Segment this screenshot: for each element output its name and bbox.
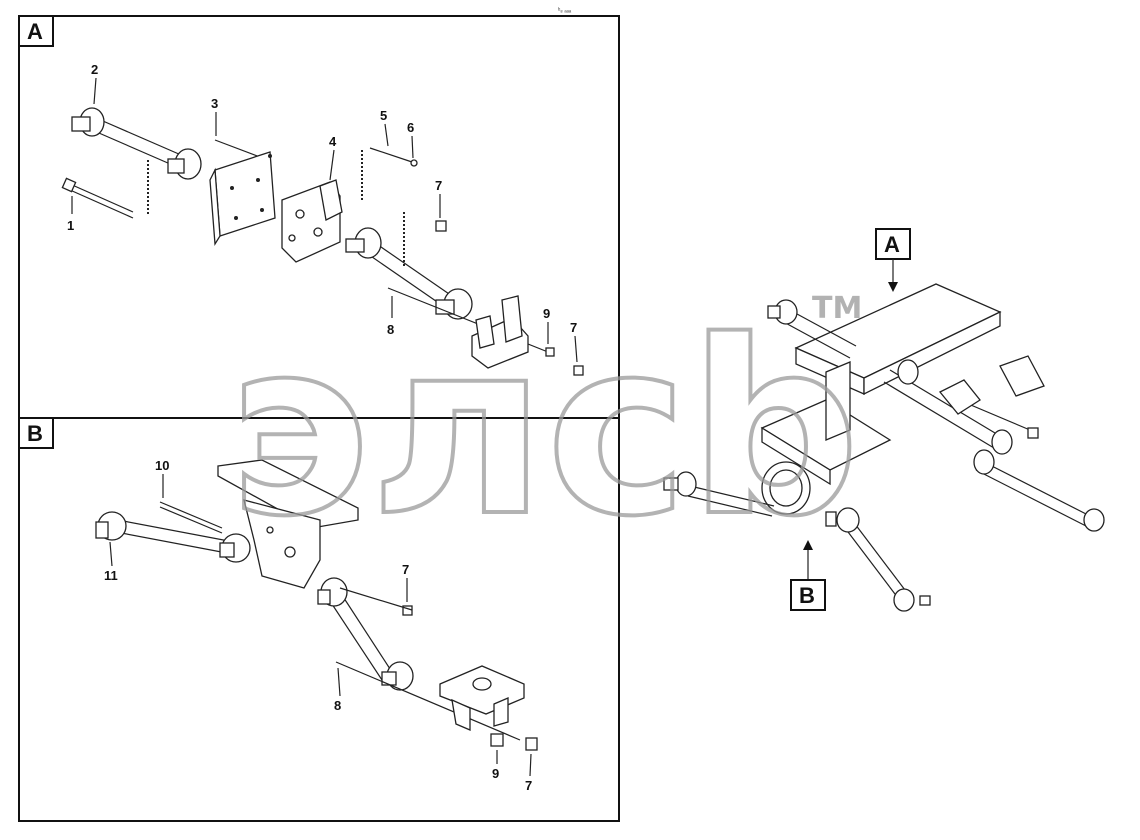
panel-a-tag: A: [18, 15, 54, 47]
callout-9: 9: [543, 306, 550, 321]
axle-bracket-a: [471, 295, 529, 369]
washer-9-b: [490, 733, 504, 747]
panel-b-tag: B: [18, 417, 54, 449]
bolt-10: [159, 501, 223, 529]
panel-a-label: A: [27, 19, 43, 44]
panel-b-label: B: [27, 421, 43, 446]
overview-tag-a-label: A: [884, 232, 900, 257]
nut-6: [410, 159, 418, 167]
callout-2: 2: [91, 62, 98, 77]
overview-tag-a: A: [875, 228, 911, 292]
callout-8: 8: [387, 322, 394, 337]
callout-7-upper: 7: [435, 178, 442, 193]
callout-9-b: 9: [492, 766, 499, 781]
overview-tag-b-label: B: [799, 583, 815, 608]
bolt-8-b: [335, 661, 521, 741]
bolt-5: [369, 147, 413, 163]
nut-7-b-lower: [525, 737, 538, 751]
axle-bracket-b: [439, 665, 525, 731]
callout-8-b: 8: [334, 698, 341, 713]
torque-rod-lower: [345, 227, 473, 320]
bracket-4: [281, 179, 343, 263]
overview-tag-b: B: [790, 540, 826, 611]
callout-7-lower: 7: [570, 320, 577, 335]
watermark-tm: TM: [812, 291, 862, 326]
header-code: ᵇ₈ ₐₐₐ: [558, 7, 572, 14]
callout-5: 5: [380, 108, 387, 123]
nut-7-b-upper: [402, 605, 413, 616]
torque-rod-b-upper: [95, 511, 251, 563]
torque-rod-b-lower: [317, 577, 414, 691]
callout-3: 3: [211, 96, 218, 111]
callout-7-b-lower: 7: [525, 778, 532, 793]
nut-7-lower: [573, 365, 584, 376]
panel-a-drawing: [61, 77, 584, 376]
torque-rod-upper: [71, 107, 202, 180]
watermark-logo: элсb: [228, 289, 860, 569]
callout-1: 1: [67, 218, 74, 233]
callout-7-b-upper: 7: [402, 562, 409, 577]
washer-9: [545, 347, 555, 357]
panel-b-drawing: [95, 459, 538, 777]
callout-6: 6: [407, 120, 414, 135]
overview-assembly: [663, 283, 1105, 612]
frame-bracket-b: [217, 459, 359, 589]
bracket-plate: [209, 151, 276, 247]
callout-4: 4: [329, 134, 337, 149]
nut-7-upper: [435, 220, 447, 232]
bolt-1: [61, 177, 134, 219]
callout-10: 10: [155, 458, 169, 473]
callout-11: 11: [104, 568, 118, 583]
